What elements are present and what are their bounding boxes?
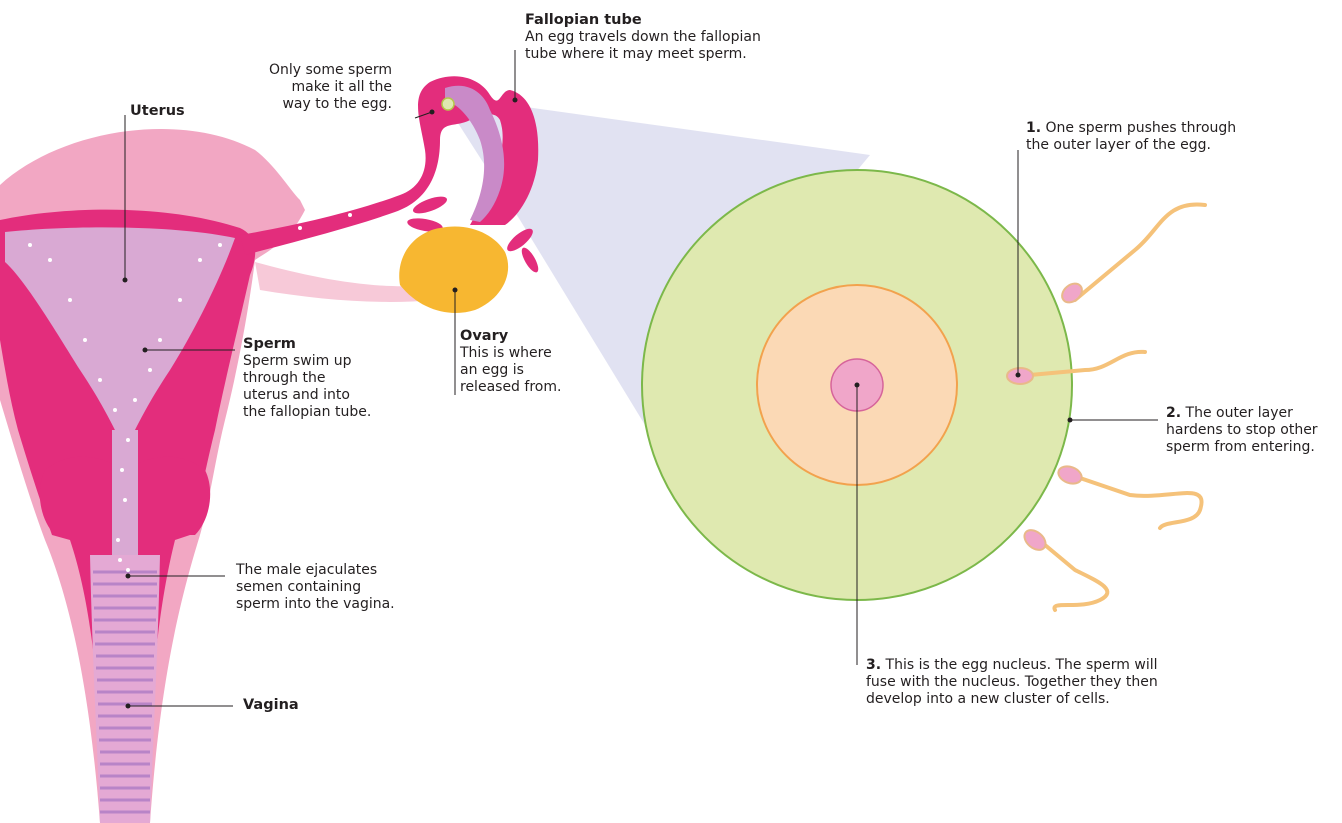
ovary-desc-1: This is where	[460, 345, 552, 361]
sperm-cell	[1021, 526, 1108, 610]
step-1-number: 1.	[1026, 120, 1041, 136]
step-3-desc-3: develop into a new cluster of cells.	[866, 691, 1110, 707]
only-some-line-2: make it all the	[291, 79, 392, 95]
step-3-desc-1: This is the egg nucleus. The sperm will	[886, 657, 1158, 673]
vagina-title: Vagina	[243, 697, 299, 714]
step-2-number: 2.	[1166, 405, 1181, 421]
ovary-desc-2: an egg is	[460, 362, 524, 378]
step-3-label: 3. This is the egg nucleus. The sperm wi…	[866, 657, 1226, 708]
fallopian-tube-title: Fallopian tube	[525, 12, 845, 29]
vagina-label: Vagina	[243, 697, 299, 714]
fallopian-tube-desc-2: tube where it may meet sperm.	[525, 46, 747, 62]
ovary-title: Ovary	[460, 328, 590, 345]
ejaculate-desc-2: semen containing	[236, 579, 361, 595]
ejaculation-label: The male ejaculates semen containing spe…	[236, 562, 436, 613]
step-2-label: 2. The outer layer hardens to stop other…	[1166, 405, 1336, 456]
step-2-desc-2: hardens to stop other	[1166, 422, 1318, 438]
ovary-desc-3: released from.	[460, 379, 561, 395]
step-1-desc-1: One sperm pushes through	[1046, 120, 1237, 136]
only-some-line-1: Only some sperm	[269, 62, 392, 78]
fallopian-tube-desc-1: An egg travels down the fallopian	[525, 29, 761, 45]
only-some-sperm-label: Only some sperm make it all the way to t…	[240, 62, 392, 113]
only-some-line-3: way to the egg.	[282, 96, 392, 112]
step-1-desc-2: the outer layer of the egg.	[1026, 137, 1211, 153]
cervical-canal	[112, 430, 138, 560]
sperm-cell	[1056, 463, 1202, 528]
ejaculate-desc-1: The male ejaculates	[236, 562, 377, 578]
egg-in-tube	[442, 98, 454, 110]
ovary-label: Ovary This is where an egg is released f…	[460, 328, 590, 396]
step-1-label: 1. One sperm pushes through the outer la…	[1026, 120, 1276, 154]
sperm-desc-4: the fallopian tube.	[243, 404, 371, 420]
ejaculate-desc-3: sperm into the vagina.	[236, 596, 395, 612]
step-2-desc-1: The outer layer	[1186, 405, 1293, 421]
sperm-desc-1: Sperm swim up	[243, 353, 351, 369]
sperm-desc-3: uterus and into	[243, 387, 350, 403]
fallopian-tube-label: Fallopian tube An egg travels down the f…	[525, 12, 845, 63]
sperm-title: Sperm	[243, 336, 393, 353]
sperm-desc-2: through the	[243, 370, 325, 386]
step-3-desc-2: fuse with the nucleus. Together they the…	[866, 674, 1158, 690]
uterus-title: Uterus	[130, 103, 185, 120]
step-3-number: 3.	[866, 657, 881, 673]
step-2-desc-3: sperm from entering.	[1166, 439, 1315, 455]
uterus-label: Uterus	[130, 103, 185, 120]
sperm-label: Sperm Sperm swim up through the uterus a…	[243, 336, 393, 421]
sperm-cell	[1058, 204, 1205, 306]
vagina-ridges	[93, 572, 157, 812]
